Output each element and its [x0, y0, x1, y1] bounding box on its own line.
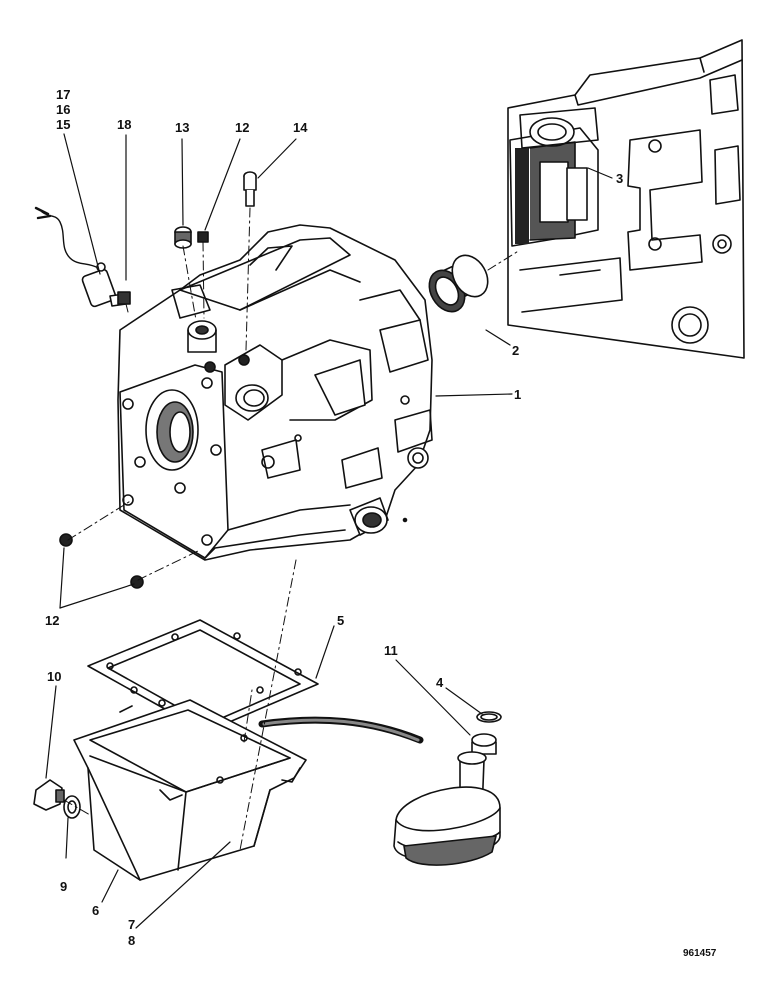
callout-10: 10 — [47, 669, 62, 684]
callout-2: 2 — [512, 343, 520, 358]
bearing — [428, 254, 489, 313]
plug-12 — [197, 231, 209, 243]
callout-16: 16 — [56, 102, 71, 117]
callout-8: 8 — [128, 933, 136, 948]
bellhousing-inset — [507, 39, 745, 359]
callout-4: 4 — [436, 675, 444, 690]
callout-17: 17 — [56, 87, 71, 102]
figure-code: 961457 — [683, 948, 717, 959]
callout-12-top: 12 — [235, 120, 250, 135]
callout-6: 6 — [92, 903, 100, 918]
callout-18: 18 — [117, 117, 132, 132]
alignment-lines — [63, 207, 521, 851]
callout-15: 15 — [56, 117, 71, 132]
o-ring-4 — [476, 711, 502, 723]
oil-pan — [73, 699, 307, 881]
plug-13 — [174, 226, 192, 249]
callout-11: 11 — [384, 643, 398, 658]
callout-3: 3 — [616, 171, 624, 186]
callout-1: 1 — [514, 387, 522, 402]
breather-14 — [243, 171, 257, 207]
gearbox-casing — [117, 224, 433, 561]
callout-5: 5 — [337, 613, 345, 628]
leader-lines — [45, 133, 613, 929]
callout-12-bottom: 12 — [45, 613, 60, 628]
callout-7: 7 — [128, 917, 136, 932]
callout-13: 13 — [175, 120, 190, 135]
plugs-12-lower — [59, 533, 144, 589]
callout-9: 9 — [60, 879, 68, 894]
callout-14: 14 — [293, 120, 308, 135]
speed-sensor — [34, 206, 131, 308]
oil-strainer — [258, 716, 501, 866]
washer-9 — [63, 795, 81, 819]
drain-plug — [33, 779, 65, 811]
